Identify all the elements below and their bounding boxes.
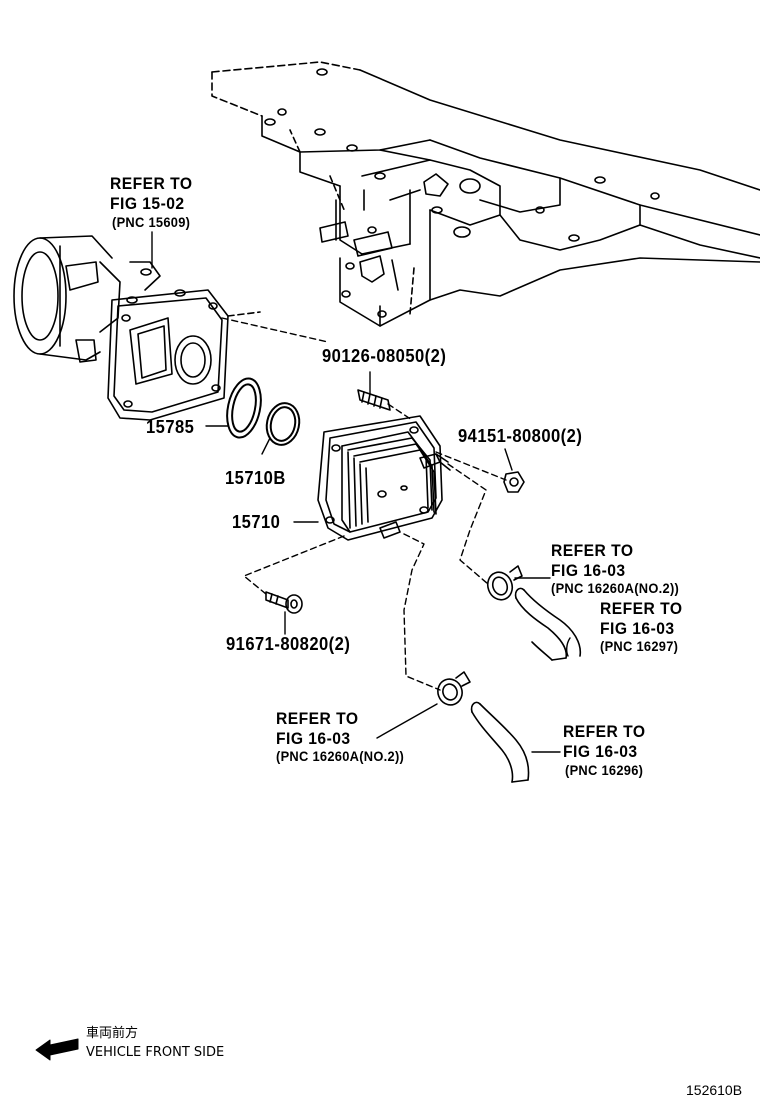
o-ring-15785 xyxy=(226,377,262,439)
reference-15609-line1: REFER TO xyxy=(110,174,193,193)
assembly-dashed-lines xyxy=(221,317,507,691)
reference-16260a-upper-line2: FIG 16-03 xyxy=(551,561,626,580)
reference-16260a-lower-line1: REFER TO xyxy=(276,709,359,728)
reference-16296-line1: REFER TO xyxy=(563,722,646,741)
reference-15609-line2: FIG 15-02 xyxy=(110,194,185,213)
o-ring-15710b xyxy=(265,402,301,446)
front-direction-arrow-icon xyxy=(35,1038,79,1061)
hose-clamp-lower xyxy=(437,671,471,706)
engine-block-drawing xyxy=(211,61,760,327)
reference-16296-line2: FIG 16-03 xyxy=(563,742,638,761)
part-number-90126: 90126-08050(2) xyxy=(322,346,447,366)
reference-16297-line1: REFER TO xyxy=(600,599,683,618)
leader-lines xyxy=(151,231,571,753)
reference-16297-line2: FIG 16-03 xyxy=(600,619,675,638)
reference-15609-line3: (PNC 15609) xyxy=(112,214,191,230)
reference-16260a-lower-line3: (PNC 16260A(NO.2)) xyxy=(276,748,405,764)
part-number-91671: 91671-80820(2) xyxy=(226,634,351,654)
stud-bolt-90126 xyxy=(357,389,391,411)
bolt-91671 xyxy=(265,591,303,614)
front-side-legend-japanese: 車両前方 xyxy=(86,1026,139,1041)
oil-cooler-mounting-housing xyxy=(13,235,261,421)
part-number-15785: 15785 xyxy=(146,417,195,437)
oil-cooler-15710 xyxy=(317,415,451,541)
reference-16296-line3: (PNC 16296) xyxy=(565,762,644,778)
hose-16296 xyxy=(470,701,530,783)
front-side-legend-english: VEHICLE FRONT SIDE xyxy=(86,1045,225,1060)
reference-16260a-upper-line1: REFER TO xyxy=(551,541,634,560)
part-number-94151: 94151-80800(2) xyxy=(458,426,583,446)
part-number-15710b: 15710B xyxy=(225,468,286,488)
part-number-15710: 15710 xyxy=(232,512,281,532)
reference-16297-line3: (PNC 16297) xyxy=(600,638,679,654)
reference-16260a-upper-line3: (PNC 16260A(NO.2)) xyxy=(551,580,680,596)
figure-id: 152610B xyxy=(686,1082,743,1098)
reference-16260a-lower-line2: FIG 16-03 xyxy=(276,729,351,748)
hose-16297 xyxy=(514,587,582,661)
nut-94151 xyxy=(503,471,525,493)
